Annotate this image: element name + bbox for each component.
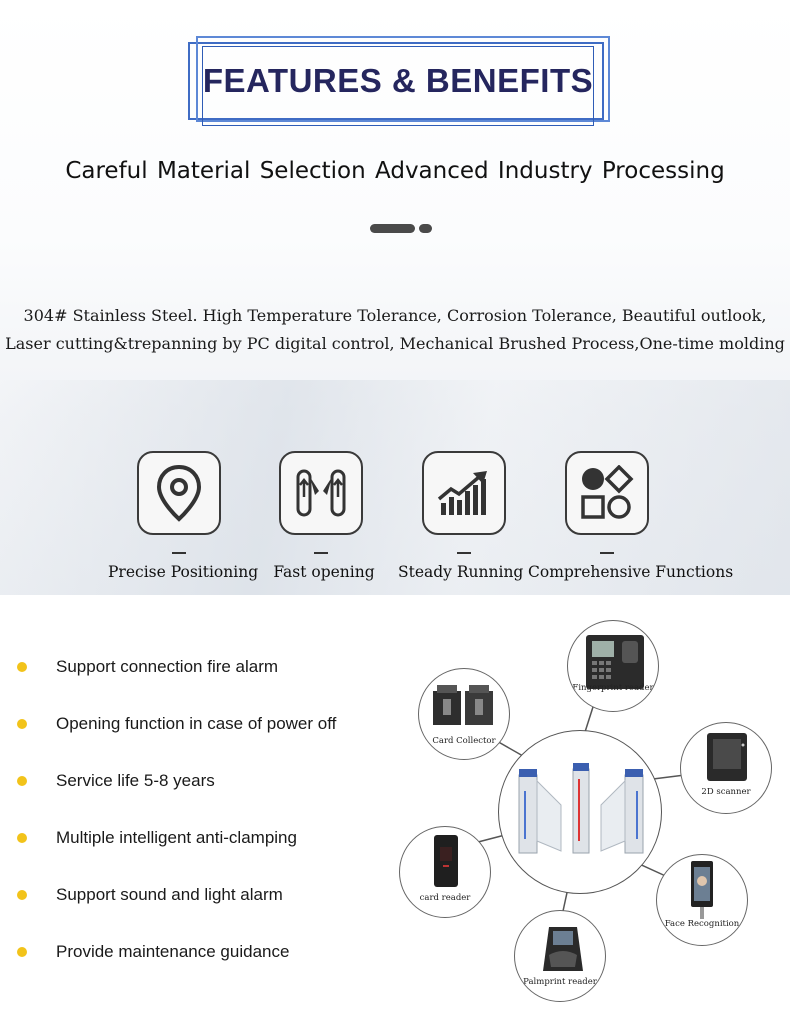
pagination-dash [370, 224, 415, 233]
node-label: Face Recognition [664, 919, 740, 929]
feature-label: Precise Positioning [108, 563, 259, 581]
swing-gate-icon [296, 469, 346, 517]
node-card-collector: Card Collector [418, 668, 510, 760]
node-card-reader: card reader [399, 826, 491, 918]
node-face-recognition: Face Recognition [656, 854, 748, 946]
node-2d-scanner: 2D scanner [680, 722, 772, 814]
bullet-text: Support connection fire alarm [56, 657, 279, 676]
bullet-text: Multiple intelligent anti-clamping [56, 828, 297, 847]
node-label: Card Collector [432, 736, 496, 746]
card-reader-image [434, 835, 458, 887]
2d-scanner-image [707, 733, 747, 781]
face-recognition-image [691, 861, 713, 919]
location-pin-icon [156, 464, 202, 522]
description-line-2: Laser cutting&trepanning by PC digital c… [5, 334, 785, 353]
description-line-1: 304# Stainless Steel. High Temperature T… [23, 306, 767, 325]
feature-label: Comprehensive Functions [528, 563, 734, 581]
rising-bar-chart-icon [437, 471, 487, 515]
feature-fast-opening [279, 451, 363, 535]
hero-section [0, 0, 790, 595]
card-collector-image [433, 685, 493, 725]
feature-positioning [137, 451, 221, 535]
node-palmprint-reader: Palmprint reader [514, 910, 606, 1002]
node-fingerprint-reader: Fingerprint reader [567, 620, 659, 712]
bullet-text: Opening function in case of power off [56, 714, 337, 733]
shapes-icon [581, 465, 634, 519]
bullet-text: Provide maintenance guidance [56, 942, 290, 961]
node-label: Fingerprint reader [572, 683, 654, 693]
bullet-dot [17, 947, 27, 957]
bullet-text: Support sound and light alarm [56, 885, 283, 904]
turnstile-gate-image [518, 763, 644, 854]
feature-label: Steady Running [398, 563, 524, 581]
headline: Careful Material Selection Advanced Indu… [65, 158, 725, 184]
bullet-dot [17, 662, 27, 672]
feature-steady-running [422, 451, 506, 535]
node-label: card reader [419, 893, 471, 903]
bullet-dot [17, 833, 27, 843]
banner-title: FEATURES & BENEFITS [202, 62, 594, 99]
features-banner: FEATURES & BENEFITS [188, 36, 610, 126]
fingerprint-reader-image [586, 635, 644, 689]
node-label: Palmprint reader [523, 977, 597, 987]
feature-comprehensive [565, 451, 649, 535]
bullet-dot [17, 776, 27, 786]
node-label: 2D scanner [701, 787, 751, 797]
bullet-text: Service life 5-8 years [56, 771, 215, 790]
turnstile-gate-circle [498, 730, 662, 894]
palmprint-reader-image [543, 927, 583, 971]
pagination-dot [419, 224, 432, 233]
bullet-dot [17, 719, 27, 729]
bullet-dot [17, 890, 27, 900]
feature-label: Fast opening [273, 563, 375, 581]
